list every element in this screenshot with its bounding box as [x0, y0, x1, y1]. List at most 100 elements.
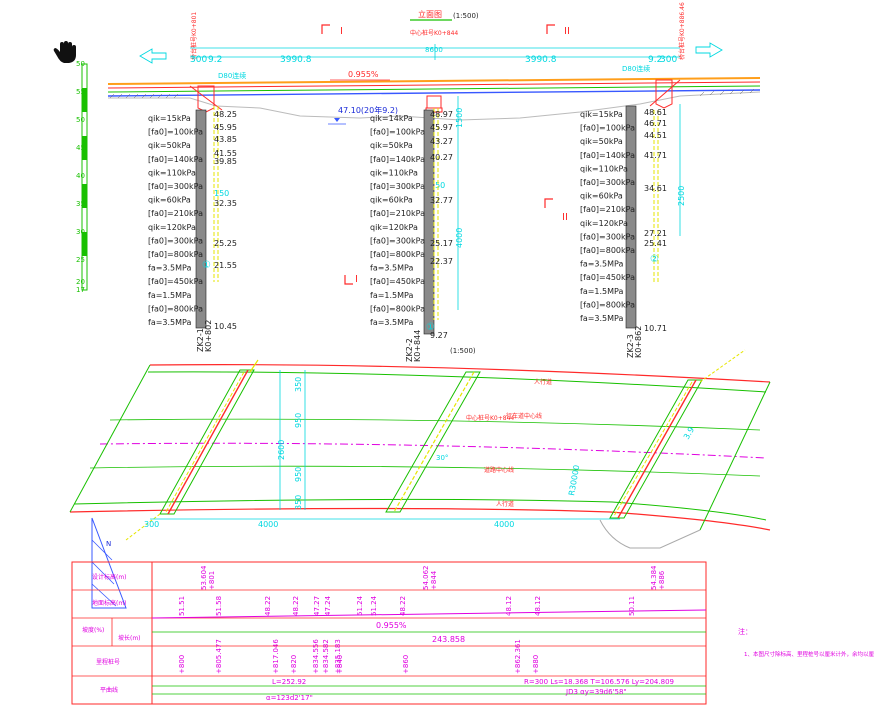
bore-layer-label: [fa0]=140kPa	[370, 155, 425, 164]
ground-elevation-value: 48.12	[505, 596, 513, 616]
svg-text:II: II	[562, 212, 568, 223]
bore-layer-label: qik=110kPa	[370, 168, 418, 177]
row-label-grade: 坡度(%)	[82, 626, 104, 634]
ground-elevation-value: 47.24	[324, 595, 332, 616]
plan-road-center: 道路中心线	[484, 466, 514, 474]
svg-text:II: II	[564, 26, 570, 37]
plan-pier-mid	[385, 371, 481, 513]
bore-layer-label: [fa0]=800kPa	[580, 246, 635, 255]
plan-center-label: 中心桩号K0+844	[466, 414, 514, 422]
bore-layer-label: fa=3.5MPa	[148, 264, 192, 273]
plan-angle: 30°	[436, 454, 448, 462]
scale-tick-label: 35	[76, 200, 85, 208]
bore-layer-label: [fa0]=300kPa	[370, 182, 425, 191]
row-label-station: 里程桩号	[96, 658, 120, 666]
right-abutment	[649, 79, 681, 109]
plan-left-end: 300	[144, 520, 159, 529]
bore-layer-label: [fa0]=450kPa	[148, 277, 203, 286]
bore-layer-label: qik=60kPa	[148, 196, 191, 205]
bore-layer-label: [fa0]=300kPa	[148, 236, 203, 245]
design-elevation-value: 54.062	[422, 566, 430, 591]
ground-elevation-value: 48.22	[264, 596, 272, 616]
bore-layer-label: qik=120kPa	[370, 223, 418, 232]
bore-elevation-label: 32.35	[214, 199, 237, 208]
ground-elevation-value: 51.51	[178, 596, 186, 616]
bore-mid-layers: qik=14kPa[fa0]=100kPaqik=50kPa[fa0]=140k…	[370, 114, 425, 327]
arrow-right-icon	[695, 42, 723, 58]
water-level-marker	[328, 118, 346, 125]
hand-icon[interactable]	[53, 41, 76, 63]
elevation-center-label: 中心桩号K0+844	[410, 29, 458, 37]
bore-layer-label: [fa0]=140kPa	[148, 155, 203, 164]
right-pile-tag: D80连续	[622, 64, 650, 73]
plan-dim-950a: 950	[294, 413, 303, 428]
design-elevation-value: +886	[658, 570, 666, 590]
bore-layer-label: [fa0]=140kPa	[580, 151, 635, 160]
bore-elevation-label: 25.41	[644, 239, 667, 248]
notes-line1: 1、本图尺寸除标高、里程桩号以厘米计外，余均以厘米计。	[744, 650, 874, 658]
bore-layer-label: qik=60kPa	[580, 192, 623, 201]
ground-elevation-value: 51.24	[370, 595, 378, 616]
scale-tick-label: 55	[76, 88, 85, 96]
bore-layer-label: [fa0]=800kPa	[148, 250, 203, 259]
plan-sidewalk-bottom: 人行道	[496, 500, 514, 508]
curve-right: R=300 Ls=18.368 T=106.576 Ly=204.809	[524, 678, 674, 686]
bore-elevation-label: 48.97	[430, 110, 453, 119]
profile-table	[71, 561, 707, 705]
bore-layer-label: [fa0]=450kPa	[580, 273, 635, 282]
bore-layer-label: [fa0]=100kPa	[148, 128, 203, 137]
elevation-title: 立面图	[418, 9, 442, 19]
right-abutment-label: 桥台桩号K0+886.46	[678, 2, 686, 60]
bore-layer-label: qik=60kPa	[370, 196, 413, 205]
pile-mid	[423, 108, 439, 335]
dim-1500: 1500	[455, 108, 464, 128]
bore-layer-label: fa=1.5MPa	[580, 287, 624, 296]
design-elevation-value: +801	[208, 571, 216, 590]
bore-layer-label: [fa0]=300kPa	[580, 232, 635, 241]
row-label-design: 设计标高(m)	[92, 573, 127, 581]
bore-mid-station: K0+844	[413, 330, 422, 362]
bore-layer-label: [fa0]=300kPa	[370, 236, 425, 245]
ground-elevation-value: 48.12	[534, 596, 542, 616]
plan-pier-left	[159, 369, 255, 515]
ground-elevation-value: 51.24	[356, 595, 364, 616]
bore-elevation-label: 27.21	[644, 229, 667, 238]
ground-elevation-value: 48.22	[292, 596, 300, 616]
scale-tick-label: 25	[76, 256, 85, 264]
bore-elevation-label: 22.37	[430, 257, 453, 266]
bore-elevation-label: 10.45	[214, 322, 237, 331]
bore-mid-circle: ①	[426, 322, 435, 333]
bore-layer-label: fa=1.5MPa	[148, 291, 192, 300]
bore-layer-label: [fa0]=210kPa	[580, 205, 635, 214]
bore-elevation-label: 45.95	[214, 123, 237, 132]
bore-layer-label: [fa0]=300kPa	[580, 178, 635, 187]
bore-elevation-label: 10.71	[644, 324, 667, 333]
bore-elevation-label: 34.61	[644, 184, 667, 193]
bore-layer-label: qik=14kPa	[370, 114, 413, 123]
dim-2500: 2500	[677, 186, 686, 206]
left-end2-label: 9.2	[208, 55, 222, 65]
total-length-label: 8600	[425, 46, 443, 54]
plan-dim-top: 350	[294, 377, 303, 392]
left-pile-tag: D80连续	[218, 71, 246, 80]
scale-tick-label: 45	[76, 144, 85, 152]
bore-layer-label: fa=3.5MPa	[580, 314, 624, 323]
notes-header: 注：	[738, 627, 752, 636]
station-value: +820	[290, 655, 298, 674]
bore-layer-label: [fa0]=450kPa	[370, 277, 425, 286]
pier-height: 150	[430, 181, 445, 190]
bore-elevation-label: 21.55	[214, 261, 237, 270]
bore-layer-label: fa=1.5MPa	[370, 291, 414, 300]
station-value: +862.361	[514, 639, 522, 674]
bore-layer-label: [fa0]=210kPa	[148, 209, 203, 218]
station-value: +835.183	[334, 639, 342, 674]
slope-label: 0.955%	[348, 70, 379, 79]
bore-elevation-label: 44.51	[644, 131, 667, 140]
ground-elevation-value: 47.27	[313, 596, 321, 616]
north-arrow-icon	[91, 517, 127, 609]
scale-tick-label: 17	[76, 286, 85, 294]
plan-radius: R30000	[567, 464, 581, 496]
span-left-label: 3990.8	[280, 55, 312, 65]
